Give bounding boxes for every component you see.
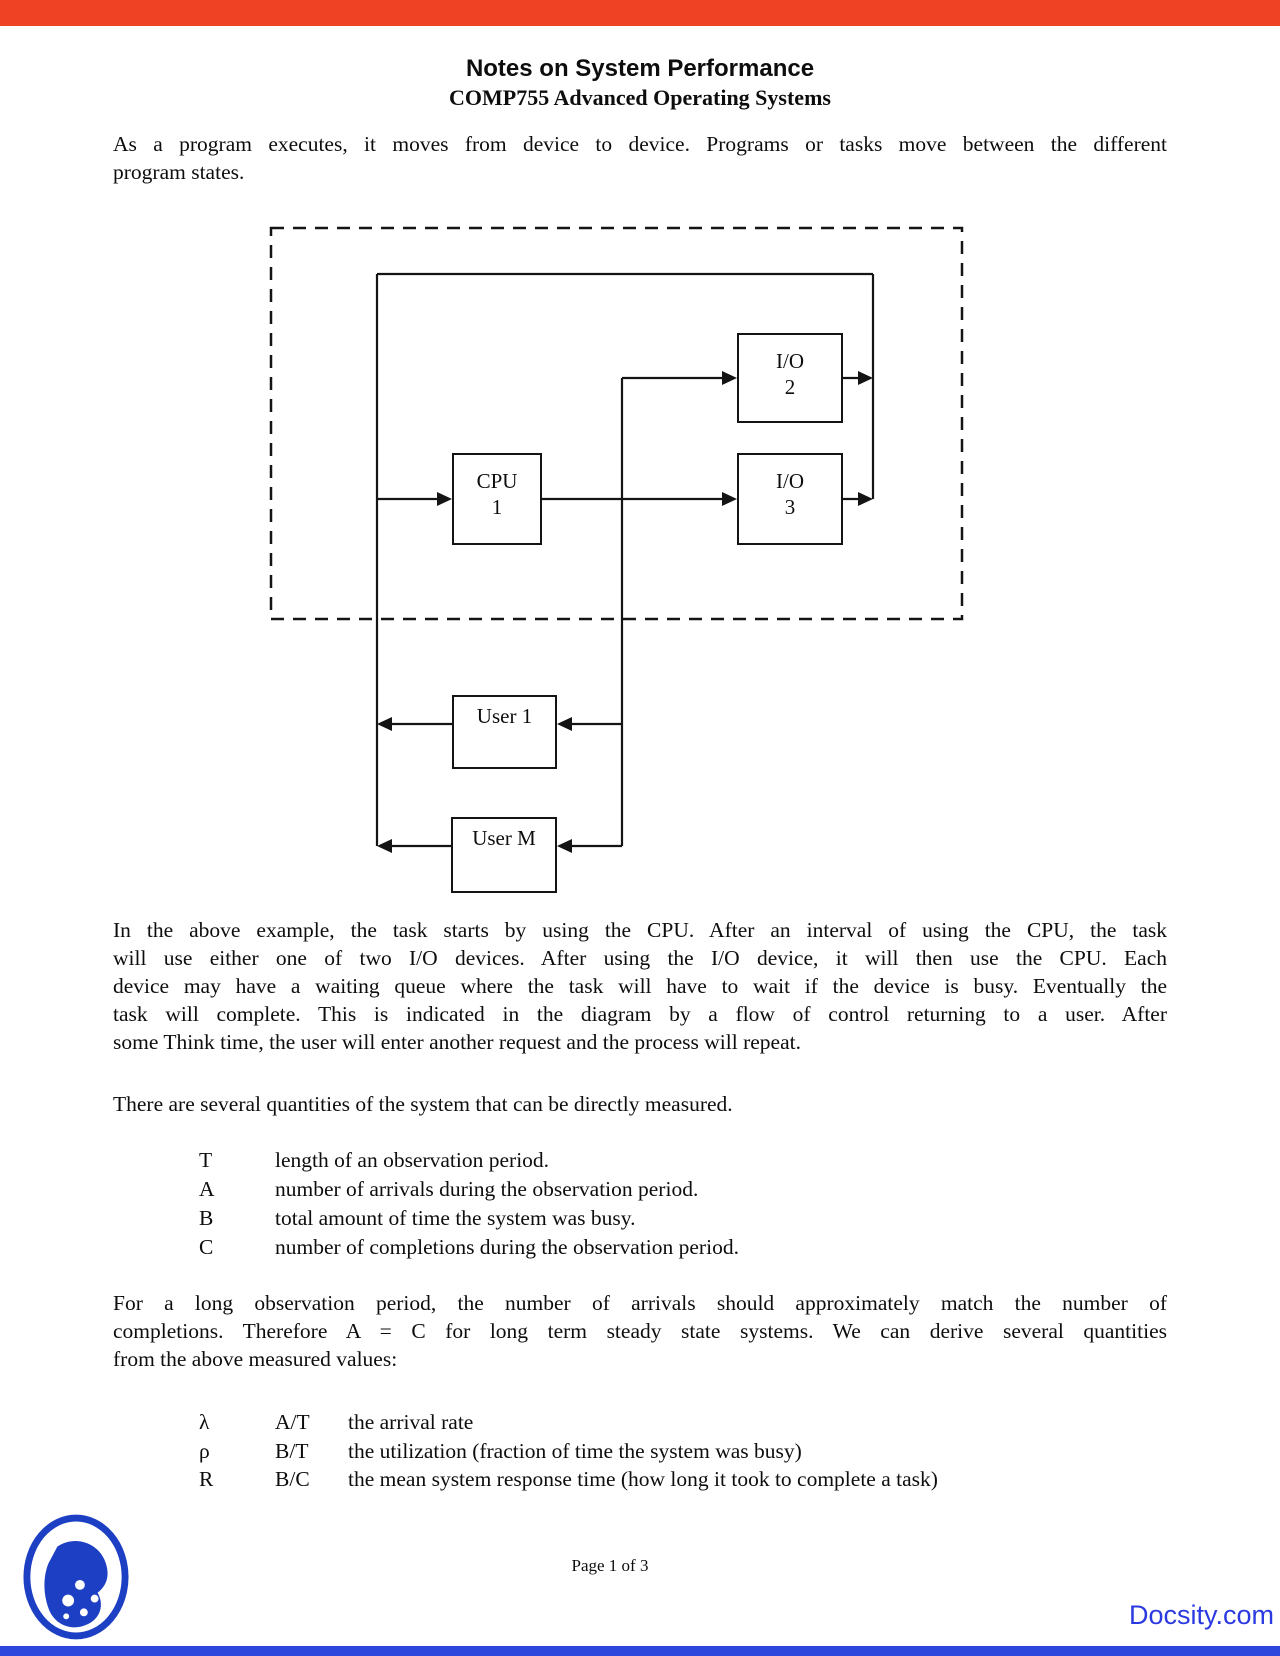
quantity-formula: B/C [275, 1467, 310, 1491]
quantity-symbol: C [199, 1235, 214, 1259]
arrow-into-cpu [437, 492, 452, 506]
cpu1-label: CPU [476, 469, 518, 493]
io3-box: I/O 3 [737, 453, 843, 545]
list-item: R B/C the mean system response time (how l… [199, 1465, 1159, 1494]
quantity-formula: A/T [275, 1410, 310, 1434]
userM-label: User M [472, 826, 536, 850]
quantity-description: length of an observation period. [275, 1148, 550, 1172]
paragraph-line: device may have a waiting queue where th… [113, 974, 1167, 998]
derivation-paragraph: For a long observation period, the numbe… [113, 1289, 1167, 1373]
docsity-watermark-link[interactable]: Docsity.com [1128, 1600, 1274, 1630]
page-number: Page 1 of 3 [571, 1556, 649, 1575]
list-item: ρ B/T the utilization (fraction of time th… [199, 1437, 1159, 1466]
cpu1-box: CPU 1 [452, 453, 542, 545]
quantity-symbol: R [199, 1467, 214, 1491]
paragraph-line: task will complete. This is indicated in… [113, 1002, 1167, 1026]
arrow-into-io2 [722, 371, 737, 385]
cpu1-number: 1 [491, 495, 503, 519]
page-title: Notes on System Performance [465, 55, 815, 82]
paragraph-line: In the above example, the task starts by… [113, 918, 1167, 942]
paragraph-line: program states. [113, 160, 245, 184]
user1-box: User 1 [452, 695, 557, 769]
paragraph-line: As a program executes, it moves from dev… [113, 132, 1167, 156]
top-red-bar [0, 0, 1280, 26]
quantity-symbol: λ [199, 1410, 210, 1434]
io2-number: 2 [784, 375, 796, 399]
paragraph-line: For a long observation period, the numbe… [113, 1291, 1167, 1315]
paragraph-line: from the above measured values: [113, 1347, 398, 1371]
measured-intro: There are several quantities of the syst… [113, 1092, 733, 1116]
quantity-description: total amount of time the system was busy… [275, 1206, 636, 1230]
bottom-blue-bar [0, 1646, 1280, 1656]
quantity-symbol: T [199, 1148, 213, 1172]
quantity-description: number of arrivals during the observatio… [275, 1177, 699, 1201]
quantity-symbol: A [199, 1177, 215, 1201]
system-flow-diagram: CPU 1 I/O 2 I/O 3 User 1 User M [240, 200, 980, 915]
arrow-out-io2 [858, 371, 873, 385]
quantity-description: the arrival rate [348, 1410, 474, 1434]
docsity-logo-icon [23, 1514, 129, 1640]
arrow-out-io3 [858, 492, 873, 506]
user1-label: User 1 [476, 704, 533, 728]
quantity-description: the utilization (fraction of time the sy… [348, 1438, 802, 1463]
paragraph-line: will use either one of two I/O devices. … [113, 946, 1167, 970]
intro-paragraph: As a program executes, it moves from dev… [113, 130, 1167, 186]
quantity-symbol: ρ [199, 1438, 210, 1463]
paragraph-line: completions. Therefore A = C for long te… [113, 1319, 1167, 1343]
userM-box: User M [451, 817, 557, 893]
io2-label: I/O [776, 349, 804, 373]
arrow-into-user1 [557, 717, 572, 731]
quantity-symbol: B [199, 1206, 214, 1230]
arrow-user1-out [377, 717, 392, 731]
quantity-formula: B/T [275, 1438, 309, 1463]
io3-label: I/O [776, 469, 804, 493]
derived-quantities-list: λ A/T the arrival rate ρ B/T the utilization… [199, 1408, 1159, 1494]
paragraph-line: some Think time, the user will enter ano… [113, 1030, 801, 1054]
arrow-into-io3 [722, 492, 737, 506]
quantity-description: the mean system response time (how long … [348, 1467, 938, 1491]
arrow-into-userM [557, 839, 572, 853]
io3-number: 3 [784, 495, 796, 519]
system-boundary-dashed-box [269, 226, 964, 621]
diagram-connectors [269, 226, 964, 853]
io2-box: I/O 2 [737, 333, 843, 423]
arrow-userM-out [377, 839, 392, 853]
quantity-description: number of completions during the observa… [275, 1235, 739, 1259]
course-subtitle: COMP755 Advanced Operating Systems [449, 85, 831, 110]
list-item: λ A/T the arrival rate [199, 1408, 1159, 1437]
explanation-paragraph: In the above example, the task starts by… [113, 916, 1167, 1056]
docsity-logo[interactable] [22, 1513, 130, 1646]
